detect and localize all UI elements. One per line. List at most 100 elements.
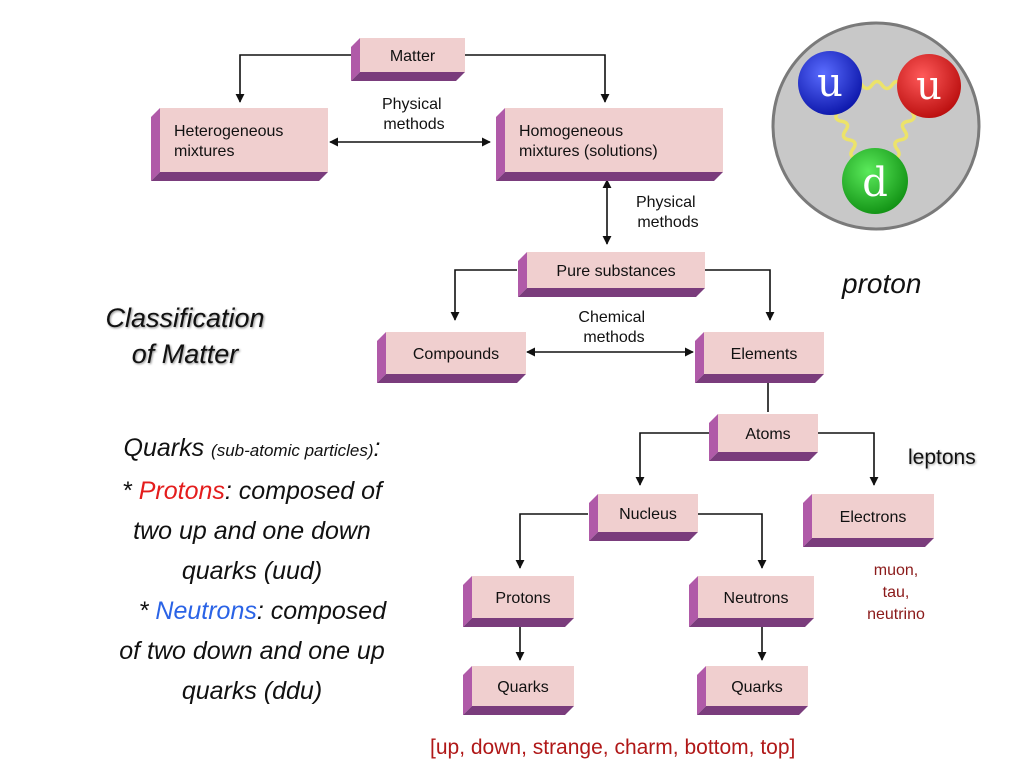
neutrons-rest: : composed <box>256 597 387 625</box>
quark-note-heading: Quarks (sub-atomic particles): <box>52 428 452 471</box>
node-protons: Protons <box>463 576 574 627</box>
node-label: Neutrons <box>724 590 789 607</box>
node-side <box>496 108 505 181</box>
node-label: Compounds <box>413 346 499 363</box>
node-bottom <box>803 538 934 547</box>
node-label: Matter <box>390 48 436 65</box>
proton-illustration: u u d <box>771 21 981 231</box>
lepton-examples: muon, tau, neutrino <box>846 560 946 626</box>
node-pure: Pure substances <box>518 252 705 297</box>
node-face <box>598 494 698 532</box>
title-line-1: Classification <box>105 303 265 333</box>
lepton-example-tau: tau, <box>882 584 910 601</box>
node-bottom <box>518 288 705 297</box>
protons-line-1: * Protons: composed of <box>52 471 452 511</box>
edge-label-chemical-methods: Chemical methods <box>578 309 649 346</box>
leptons-label: leptons <box>908 446 976 469</box>
node-bottom <box>689 618 814 627</box>
connector-matter-homogeneous <box>465 54 610 103</box>
up-quark-blue <box>798 51 862 115</box>
node-side <box>803 494 812 547</box>
node-bottom <box>695 374 824 383</box>
node-side <box>689 576 698 627</box>
node-quarks-n: Quarks <box>697 666 808 715</box>
node-bottom <box>589 532 698 541</box>
proton-label: proton <box>842 268 922 299</box>
quark-heading-word: Quarks <box>123 434 205 462</box>
quark-heading-colon: : <box>373 434 381 462</box>
node-face <box>718 414 818 452</box>
node-bottom <box>377 374 526 383</box>
node-label: Protons <box>495 590 550 607</box>
node-bottom <box>496 172 723 181</box>
lepton-example-neutrino: neutrino <box>867 606 925 623</box>
node-label: Quarks <box>497 679 549 696</box>
node-label: Atoms <box>745 426 790 443</box>
node-face <box>704 332 824 374</box>
node-label: Electrons <box>840 509 907 526</box>
node-compounds: Compounds <box>377 332 526 383</box>
connectors <box>235 54 879 661</box>
edge-label-physical-methods-1: Physical methods <box>382 96 446 133</box>
node-side <box>589 494 598 541</box>
node-side <box>709 414 718 461</box>
node-bottom <box>697 706 808 715</box>
node-face <box>812 494 934 538</box>
node-face <box>698 576 814 618</box>
up-quark-red <box>897 54 961 118</box>
quark-composition-note: Quarks (sub-atomic particles): * Protons… <box>52 428 452 711</box>
node-face <box>360 38 465 72</box>
title-line-2: of Matter <box>131 339 239 369</box>
node-face <box>527 252 705 288</box>
node-face <box>160 108 328 172</box>
node-face <box>472 666 574 706</box>
neutrons-line-1: * Neutrons: composed <box>52 591 452 631</box>
protons-line-2: two up and one down <box>133 517 371 545</box>
node-side <box>351 38 360 81</box>
edge-labels: Physical methods Physical methods Chemic… <box>382 96 700 346</box>
node-label: Pure substances <box>556 263 675 280</box>
node-bottom <box>351 72 465 81</box>
page-title: Classification of Matter <box>60 300 310 372</box>
connector-atoms-nucleus <box>635 432 712 486</box>
node-face <box>472 576 574 618</box>
node-quarks-p: Quarks <box>463 666 574 715</box>
protons-bullet: * <box>122 477 139 505</box>
node-label: Nucleus <box>619 506 677 523</box>
node-label: Quarks <box>731 679 783 696</box>
node-label: Elements <box>731 346 798 363</box>
neutrons-line-3: quarks (ddu) <box>181 677 323 705</box>
connector-pure-elements <box>705 269 775 321</box>
connector-nucleus-protons <box>515 513 588 569</box>
node-bottom <box>463 618 574 627</box>
node-face <box>505 108 723 172</box>
connector-nucleus-neutrons <box>692 513 767 569</box>
node-atoms: Atoms <box>709 414 818 461</box>
node-side <box>377 332 386 383</box>
node-neutrons: Neutrons <box>689 576 814 627</box>
node-side <box>463 576 472 627</box>
node-face <box>386 332 526 374</box>
node-nucleus: Nucleus <box>589 494 698 541</box>
node-side <box>695 332 704 383</box>
protons-word: Protons <box>138 477 225 505</box>
up-quark-letter-2: u <box>916 63 942 109</box>
node-side <box>697 666 706 715</box>
node-elements: Elements <box>695 332 824 383</box>
protons-line-3: quarks (uud) <box>181 557 323 585</box>
neutrons-bullet: * <box>138 597 156 625</box>
gluon-spring-ud <box>834 110 858 161</box>
node-face <box>706 666 808 706</box>
node-side <box>151 108 160 181</box>
node-bottom <box>151 172 328 181</box>
edge-label-physical-methods-2: Physical methods <box>636 194 700 231</box>
connector-pure-compounds <box>450 269 517 321</box>
connector-atoms-electrons <box>818 432 879 486</box>
quark-heading-note: (sub-atomic particles) <box>211 441 374 460</box>
